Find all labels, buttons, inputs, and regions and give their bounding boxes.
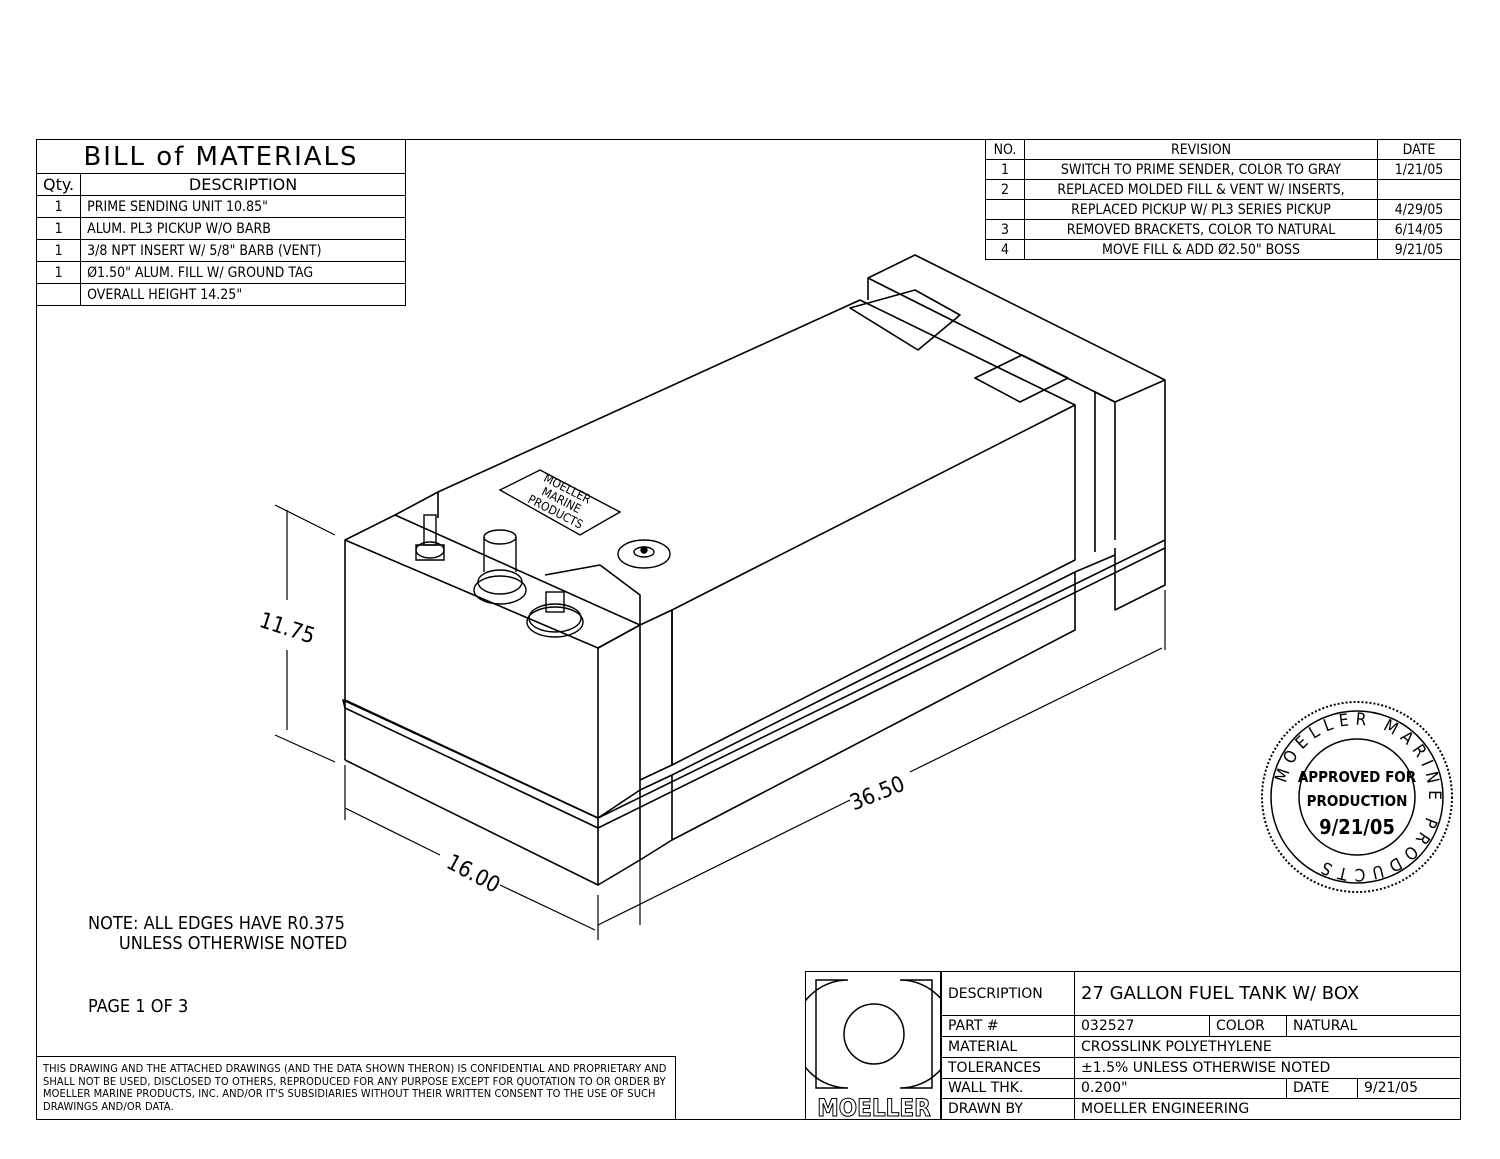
length-dimension: 36.50 [847,772,909,816]
color-value: NATURAL [1286,1015,1461,1038]
tank-label-plate: MOELLER MARINE PRODUCTS [498,469,622,536]
wall-thickness-label: WALL THK. [941,1077,1075,1100]
dimension-lines [274,504,1166,940]
tolerances-value: ±1.5% UNLESS OTHERWISE NOTED [1074,1056,1461,1079]
bom-desc: OVERALL HEIGHT 14.25" [80,283,406,306]
drawn-by-value: MOELLER ENGINEERING [1074,1098,1461,1120]
edge-note: NOTE: ALL EDGES HAVE R0.375 UNLESS OTHER… [88,913,348,954]
part-value: 032527 [1074,1015,1210,1038]
bom-row: OVERALL HEIGHT 14.25" [35,283,406,306]
logo-wordmark: MOELLER [817,1094,931,1121]
disclaimer-box: THIS DRAWING AND THE ATTACHED DRAWINGS (… [36,1056,676,1120]
date-label: DATE [1286,1077,1358,1100]
wall-thickness-value: 0.200" [1074,1077,1287,1100]
part-label: PART # [941,1015,1075,1038]
company-logo: MOELLER [793,971,955,1123]
logo-mark: MOELLER [793,979,955,1123]
description-value: 27 GALLON FUEL TANK W/ BOX [1074,970,1461,1017]
stamp-line: PRODUCTION [1307,792,1408,810]
date-value: 9/21/05 [1357,1077,1461,1100]
width-dimension: 16.00 [442,850,504,899]
rev-date: 4/29/05 [1377,199,1461,220]
material-label: MATERIAL [941,1036,1075,1058]
title-block: DESCRIPTION 27 GALLON FUEL TANK W/ BOX P… [941,970,1461,1120]
rev-date: 1/21/05 [1377,159,1461,180]
sending-unit [617,539,671,569]
tolerances-label: TOLERANCES [941,1056,1075,1079]
stamp-line: APPROVED FOR [1298,768,1417,786]
fill-fitting [473,529,527,605]
bom-desc: Ø1.50" ALUM. FILL W/ GROUND TAG [80,261,406,284]
bom-desc: PRIME SENDING UNIT 10.85" [80,195,406,218]
rev-date: 6/14/05 [1377,219,1461,240]
pickup-fitting [526,591,584,638]
tank-fittings [415,514,671,638]
bom-qty [35,283,82,306]
rev-text: MOVE FILL & ADD Ø2.50" BOSS [1024,239,1378,260]
color-label: COLOR [1209,1015,1287,1038]
rev-text: SWITCH TO PRIME SENDER, COLOR TO GRAY [1024,159,1378,180]
bom-desc: 3/8 NPT INSERT W/ 5/8" BARB (VENT) [80,239,406,262]
approval-stamp: MOELLER MARINE PRODUCTS APPROVED FOR PRO… [1261,701,1453,893]
page-number: PAGE 1 OF 3 [88,996,189,1017]
material-value: CROSSLINK POLYETHYLENE [1074,1036,1461,1058]
height-dimension: 11.75 [256,608,318,649]
tank-outline [342,254,1166,886]
bom-description-header: DESCRIPTION [80,173,406,196]
drawing-frame [36,139,1461,1120]
stamp-date: 9/21/05 [1319,815,1395,839]
rev-text: REPLACED MOLDED FILL & VENT W/ INSERTS, [1024,179,1378,200]
drawn-by-label: DRAWN BY [941,1098,1075,1120]
description-label: DESCRIPTION [941,970,1075,1017]
disclaimer-text: THIS DRAWING AND THE ATTACHED DRAWINGS (… [43,1062,667,1113]
bom-qty-header: Qty. [35,173,82,196]
rev-date-header: DATE [1377,139,1461,160]
vent-fitting [415,514,445,561]
rev-date: 9/21/05 [1377,239,1461,260]
rev-no: 4 [985,239,1025,260]
